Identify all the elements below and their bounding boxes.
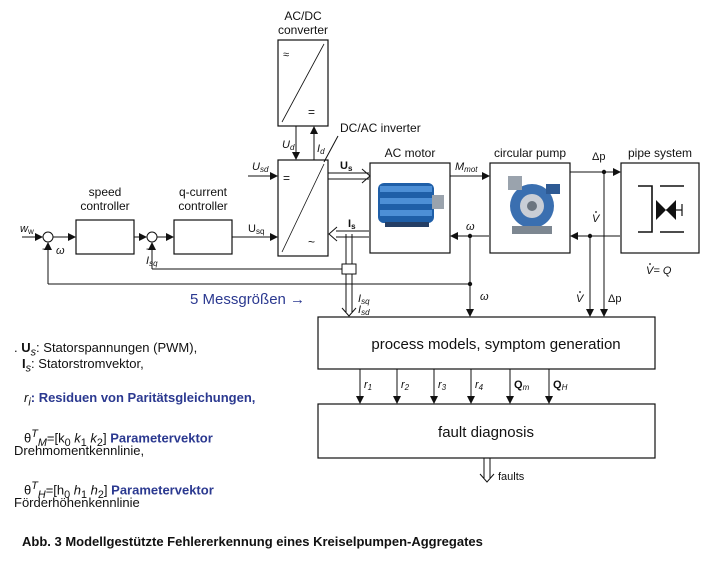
delta-p-label-bottom: Δp	[608, 293, 621, 305]
inverter-equal-symbol: =	[283, 171, 290, 185]
legend-is: Is: Statorstromvektor,	[22, 356, 144, 375]
signal-lines	[22, 126, 621, 404]
messgroessen-label: 5 Messgrößen →	[190, 291, 305, 308]
usq-label: Usq	[248, 223, 264, 236]
mmot-label: Mmot	[455, 161, 478, 174]
residual-labels: r1 r2 r3 r4 Qm QH	[364, 379, 568, 392]
legend-theta-h: θTH=[h0 h1 h2] Parametervektor	[24, 480, 214, 501]
ud-label: Ud	[282, 139, 295, 152]
process-models-block	[317, 316, 656, 370]
ww-label: ww	[20, 223, 34, 236]
sum-junction-current	[146, 231, 158, 243]
junction-dots	[467, 169, 607, 287]
fault-diagnosis-label: fault diagnosis	[438, 424, 534, 441]
circular-pump-image	[508, 176, 560, 234]
id-label: Id	[317, 143, 325, 156]
delta-p-label-top: Δp	[592, 151, 605, 163]
legend-theta-m: θTM=[k0 k1 k2] Parametervektor	[24, 428, 213, 449]
residual-label: r4	[475, 379, 484, 392]
ac-motor-label: AC motor	[385, 146, 436, 160]
omega-label-speed: ω	[56, 245, 65, 257]
q-current-label-1: q-current	[179, 185, 228, 199]
acdc-approx-symbol: ≈	[283, 49, 289, 61]
legend-theta-h-line2: Förderhöhenkennlinie	[14, 495, 140, 510]
residual-label: r3	[438, 379, 447, 392]
fault-diagnosis-block	[317, 403, 656, 459]
inverter-tilde-symbol: ~	[308, 235, 315, 249]
dcac-inverter-block	[277, 159, 329, 257]
process-models-label: process models, symptom generation	[371, 336, 620, 353]
faults-label: faults	[498, 471, 525, 483]
legend-theta-m-line2: Drehmomentkennlinie,	[14, 443, 145, 458]
vdot-label-mid: V	[592, 213, 601, 225]
sum-junction-speed	[42, 231, 54, 243]
residual-label: QH	[553, 379, 568, 392]
residual-label: Qm	[514, 379, 530, 392]
minus-sign-current: -	[146, 243, 150, 255]
acdc-equal-symbol: =	[308, 105, 315, 119]
q-current-label-2: controller	[178, 199, 227, 213]
residual-label: r2	[401, 379, 410, 392]
usd-label: Usd	[252, 161, 269, 174]
ac-motor-image	[378, 183, 444, 227]
speed-controller-block	[75, 219, 135, 255]
legend-ri: ri: Residuen von Paritätsgleichungen,	[24, 390, 256, 409]
q-current-controller-block	[173, 219, 233, 255]
isd-measure-label: Isd	[358, 304, 370, 317]
vector-arrows	[328, 168, 495, 483]
pipe-system-label: pipe system	[628, 146, 692, 160]
circular-pump-label: circular pump	[494, 146, 566, 160]
dcac-inverter-label: DC/AC inverter	[340, 121, 421, 135]
speed-controller-label-1: speed	[89, 185, 122, 199]
omega-label-down: ω	[480, 291, 489, 303]
residual-label: r1	[364, 379, 372, 392]
isq-feedback-label: Isq	[146, 255, 158, 268]
current-sensor	[341, 263, 357, 275]
omega-label-motor: ω	[466, 221, 475, 233]
acdc-label: AC/DC	[284, 9, 322, 23]
is-vector-label: Is	[348, 218, 356, 231]
us-vector-label: Us	[340, 160, 353, 173]
vdot-equals-q-label: V= Q	[646, 265, 672, 277]
valve-icon	[638, 185, 684, 233]
minus-sign-speed: -	[42, 243, 46, 255]
converter-label: converter	[278, 23, 328, 37]
figure-caption: Abb. 3 Modellgestützte Fehlererkennung e…	[22, 534, 483, 549]
isq-measure-label: Isq	[358, 293, 370, 306]
speed-controller-label-2: controller	[80, 199, 129, 213]
vdot-label-bottom: V	[576, 293, 585, 305]
legend-us: . Us: Statorspannungen (PWM),	[14, 340, 198, 359]
